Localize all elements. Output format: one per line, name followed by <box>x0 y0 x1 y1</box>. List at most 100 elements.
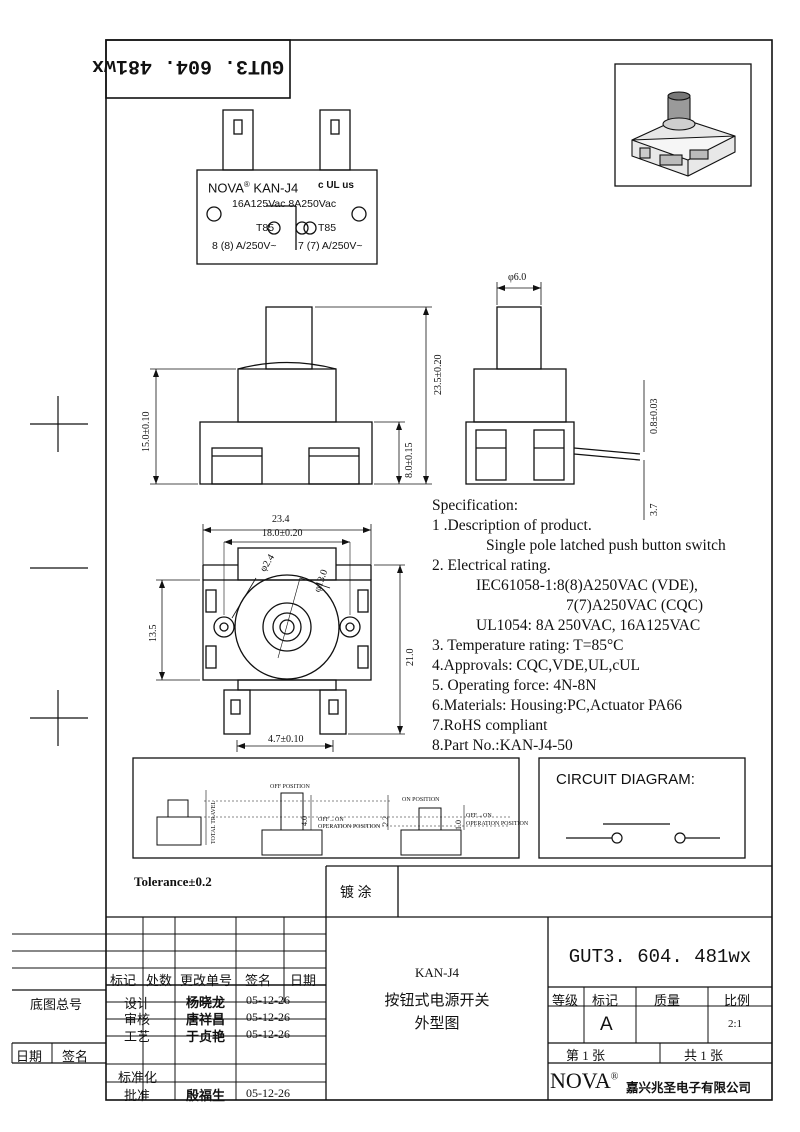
tb-company-reg: ® <box>610 1071 619 1083</box>
tb-mark-header: 标记 <box>592 993 619 1008</box>
op-dim-c: 1.0 <box>454 820 463 830</box>
tb-date-approve: 05-12-26 <box>246 1086 290 1100</box>
tb-sheet-number: 第 1 张 <box>566 1048 606 1063</box>
label-ul-mark: c UL us <box>318 180 354 191</box>
tb-product-name: 按钮式电源开关 <box>384 993 490 1009</box>
op-position-right: OPERATION POSITION <box>466 821 529 827</box>
tb-name-review: 唐祥昌 <box>186 1012 226 1027</box>
label-brand: NOVA® KAN-J4 <box>208 180 298 195</box>
label-vde-temp: T85 <box>256 222 275 234</box>
tb-role-process: 工艺 <box>124 1029 151 1044</box>
tb-date-process: 05-12-26 <box>246 1027 290 1041</box>
drawing-frame <box>105 39 773 1101</box>
label-cqc-rating: 7 (7) A/250V~ <box>298 240 363 252</box>
label-reg-mark: ® <box>243 180 250 189</box>
dim-terminal-pitch: 4.7±0.10 <box>268 734 304 745</box>
product-photo-box <box>614 63 752 187</box>
tb-company-brand: NOVA <box>550 1068 611 1093</box>
tb-role-review: 审核 <box>124 1012 151 1027</box>
tb-company-logo: NOVA® <box>550 1068 618 1094</box>
op-position-left: OPERATION POSITION <box>318 824 381 830</box>
spec-line-3: 2. Electrical rating. <box>432 557 551 574</box>
dim-overall-depth: 21.0 <box>405 648 416 667</box>
spec-line-4: IEC61058-1:8(8)A250VAC (VDE), <box>476 577 698 594</box>
dim-body-depth: 13.5 <box>148 624 159 643</box>
op-off-on-right: OFF→ON <box>466 813 492 819</box>
tb-drawing-number: GUT3. 604. 481wx <box>568 946 752 968</box>
tolerance-note: Tolerance±0.2 <box>134 874 212 889</box>
tb-quality-header: 质量 <box>654 993 681 1008</box>
spec-line-6: UL1054: 8A 250VAC, 16A125VAC <box>476 617 701 634</box>
tb-role-standard: 标准化 <box>118 1070 158 1085</box>
registration-marks <box>30 396 88 746</box>
product-photo <box>631 91 736 177</box>
spec-line-10: 6.Materials: Housing:PC,Actuator PA66 <box>432 697 683 714</box>
drawing-number-stamp: GUT3. 604. 481wx <box>91 54 284 77</box>
tb-header-mark: 标记 <box>110 973 137 988</box>
op-on-position: ON POSITION <box>402 797 440 803</box>
bottom-view <box>156 524 405 752</box>
tb-role-design: 设计 <box>124 996 151 1011</box>
op-off-position: OFF POSITION <box>270 784 310 790</box>
operation-diagram-box <box>132 757 520 859</box>
tb-base-number-label: 底图总号 <box>30 997 83 1012</box>
dim-overall-width: 23.4 <box>272 514 290 525</box>
tb-header-change: 更改单号 <box>180 973 233 988</box>
tb-sign-label: 签名 <box>62 1049 89 1064</box>
tb-name-approve: 殷福生 <box>186 1088 226 1103</box>
dim-hole-pitch: 18.0±0.20 <box>262 528 303 539</box>
spec-line-12: 8.Part No.:KAN-J4-50 <box>432 737 573 754</box>
label-brand-name: NOVA <box>208 180 244 196</box>
op-total-travel: TOTAL TRAVEL <box>211 800 217 844</box>
spec-line-7: 3. Temperature rating: T=85°C <box>432 637 624 654</box>
dim-base-height: 8.0±0.15 <box>404 442 415 479</box>
circuit-title: CIRCUIT DIAGRAM: <box>556 771 695 788</box>
tb-company-name: 嘉兴兆圣电子有限公司 <box>626 1081 752 1095</box>
tb-header-count: 处数 <box>146 973 173 988</box>
op-dim-a: 4.0 <box>300 816 309 826</box>
tb-drawing-type: 外型图 <box>414 1016 460 1032</box>
tb-grade-header: 等级 <box>552 993 579 1008</box>
dim-terminal-len: 3.7 <box>649 503 660 517</box>
title-block-lines <box>11 865 772 1100</box>
tb-role-approve: 批准 <box>124 1088 151 1103</box>
tb-name-process: 于贞艳 <box>186 1029 226 1044</box>
tb-date-label: 日期 <box>16 1049 43 1064</box>
front-view <box>150 306 432 485</box>
label-rating-line: 16A125Vac 8A250Vac <box>232 198 337 210</box>
circuit-diagram-box <box>538 757 746 859</box>
dim-body-height: 15.0±0.10 <box>141 411 152 453</box>
side-view <box>465 282 645 520</box>
spec-line-11: 7.RoHS compliant <box>432 717 548 734</box>
tb-grade-mark: A <box>600 1014 613 1035</box>
op-dim-b: 2.2 <box>381 816 390 826</box>
spec-line-8: 4.Approvals: CQC,VDE,UL,cUL <box>432 657 640 674</box>
operation-diagram <box>156 790 510 856</box>
tb-scale-header: 比例 <box>724 993 751 1008</box>
label-plate-drawing <box>196 109 378 265</box>
tb-date-design: 05-12-26 <box>246 993 290 1007</box>
label-model: KAN-J4 <box>253 180 299 196</box>
tb-name-design: 杨晓龙 <box>186 995 226 1010</box>
stamp-box <box>105 39 291 99</box>
tb-scale-value: 2:1 <box>728 1018 743 1030</box>
spec-line-9: 5. Operating force: 4N-8N <box>432 677 597 694</box>
circuit-diagram <box>566 823 720 844</box>
dim-actuator-dia: φ6.0 <box>508 272 527 283</box>
tb-sheets-total: 共 1 张 <box>684 1048 724 1063</box>
label-vde-rating: 8 (8) A/250V~ <box>212 240 277 252</box>
dim-total-height: 23.5±0.20 <box>433 354 444 396</box>
spec-title: Specification: <box>432 497 519 514</box>
tb-header-sign: 签名 <box>245 973 272 988</box>
spec-line-5: 7(7)A250VAC (CQC) <box>566 597 704 614</box>
tb-header-date: 日期 <box>290 973 317 988</box>
label-cqc-temp: T85 <box>318 222 337 234</box>
spec-line-1: 1 .Description of product. <box>432 517 592 534</box>
spec-line-2: Single pole latched push button switch <box>486 537 726 554</box>
tb-product-code: KAN-J4 <box>414 965 460 980</box>
finish-label: 镀 涂 <box>340 886 372 901</box>
op-off-on-left: OFF→ON <box>318 817 344 823</box>
tb-date-review: 05-12-26 <box>246 1010 290 1024</box>
dim-terminal-thk: 0.8±0.03 <box>649 398 660 435</box>
